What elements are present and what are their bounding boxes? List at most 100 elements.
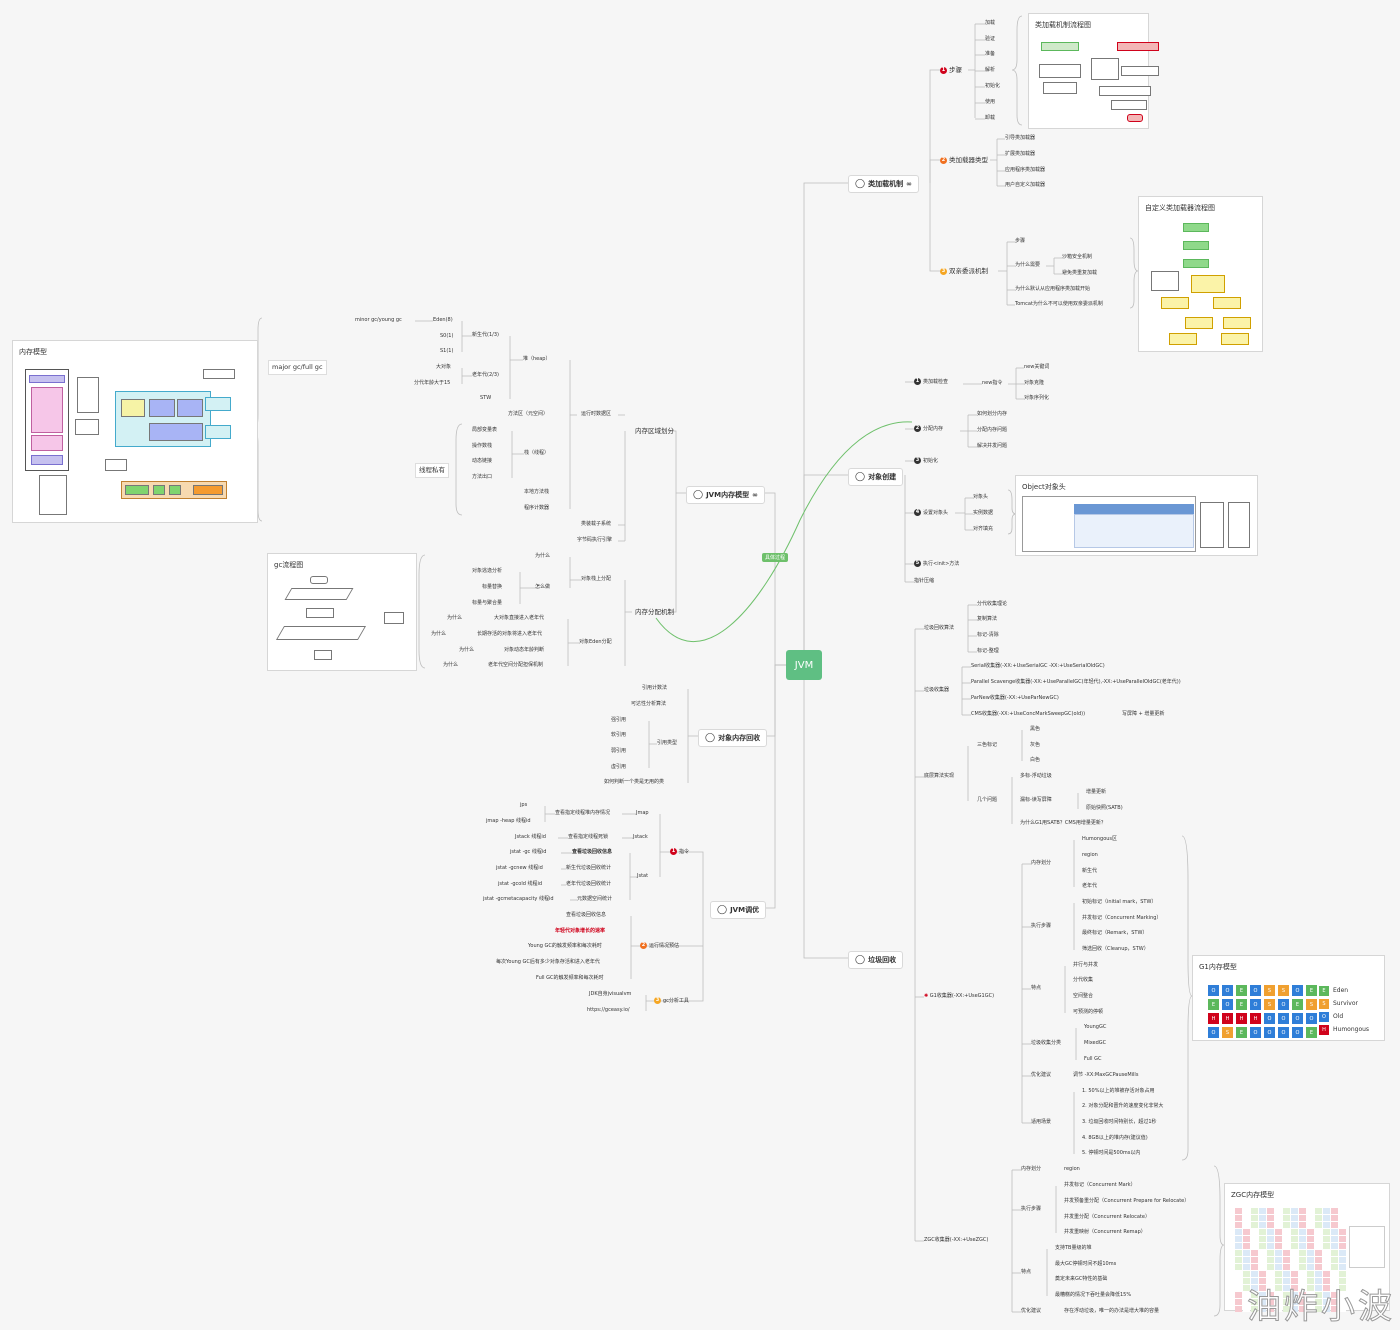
- node-loader[interactable]: 应用程序类加载器: [1005, 167, 1046, 173]
- node-zgc-opt[interactable]: 优化建议: [1021, 1308, 1042, 1314]
- node-ref-item[interactable]: 强引用: [611, 717, 627, 723]
- node-zgc-step-item[interactable]: 并发重映射（Concurrent Remap）: [1064, 1229, 1146, 1235]
- hub-memory-model[interactable]: ◯JVM内存模型∞: [686, 486, 765, 504]
- node-alloc-item[interactable]: 如何划分内存: [977, 411, 1008, 417]
- node-collector-item[interactable]: Serial收集器(-XX:+UseSerialGC -XX:+UseSeria…: [971, 663, 1105, 669]
- node-jstack-desc[interactable]: 查看指定线程死锁: [568, 834, 609, 840]
- node-g1-mem-item[interactable]: region: [1082, 852, 1098, 858]
- node-new-instr[interactable]: new指令: [982, 380, 1003, 386]
- node-tri-item[interactable]: 灰色: [1030, 742, 1041, 748]
- node-why[interactable]: 为什么: [443, 662, 459, 668]
- node-class-loader-sub[interactable]: 类装载子系统: [581, 521, 612, 527]
- node-young[interactable]: 新生代(1/3): [472, 332, 499, 338]
- node-jstat-item[interactable]: jstat -gcmetacapacity 线程id: [483, 896, 554, 902]
- node-stack-alloc[interactable]: 对象栈上分配: [581, 576, 612, 582]
- node-stack-item[interactable]: 方法出口: [472, 474, 493, 480]
- node-gc-algo[interactable]: 垃圾回收算法: [924, 625, 955, 631]
- node-stack-alloc-how[interactable]: 怎么做: [535, 584, 551, 590]
- node-eden-item[interactable]: 大对象直接进入老年代: [494, 615, 545, 621]
- node-new-item[interactable]: 对象克隆: [1024, 380, 1045, 386]
- hub-class-loading[interactable]: ◯类加载机制∞: [848, 175, 919, 193]
- node-young-item[interactable]: S1(1): [440, 348, 454, 354]
- hub-object-recycle[interactable]: ◯对象内存回收: [698, 729, 768, 747]
- node-heap[interactable]: 堆（heap）: [523, 356, 551, 362]
- node-problem-item[interactable]: 为什么G1用SATB？CMS用增量更新？: [1020, 820, 1106, 826]
- hub-jvm-tuning[interactable]: ◯JVM调优: [710, 901, 767, 919]
- panel-class-loading-flow[interactable]: 类加载机制流程图: [1028, 13, 1159, 129]
- node-step[interactable]: 加载: [985, 20, 996, 26]
- node-jmap-item[interactable]: jps: [520, 802, 528, 808]
- node-problem-item[interactable]: 多标-浮动垃圾: [1020, 773, 1052, 779]
- node-g1-opt[interactable]: 优化建议: [1031, 1072, 1052, 1078]
- node-why-item[interactable]: 避免类重复加载: [1062, 270, 1098, 276]
- panel-custom-loader-flow[interactable]: 自定义类加载器流程图: [1138, 196, 1263, 352]
- node-young-item[interactable]: Eden(8): [433, 317, 453, 323]
- node-g1-feat[interactable]: 特点: [1031, 985, 1042, 991]
- node-collector-item[interactable]: ParNew收集器(-XX:+UseParNewGC): [971, 695, 1059, 701]
- node-eden-item[interactable]: 长期存活的对象将进入老年代: [477, 631, 543, 637]
- node-zgc-feat-item[interactable]: 最糟糕的情况下吞吐量会降低15%: [1055, 1292, 1132, 1298]
- node-stack-item[interactable]: 动态链接: [472, 458, 493, 464]
- node-new-item[interactable]: 对象序列化: [1024, 395, 1050, 401]
- node-predict-item[interactable]: 每次Young GC后有多少对象存活和进入老年代: [496, 959, 600, 965]
- node-mem-alloc[interactable]: 内存分配机制: [635, 608, 674, 616]
- node-jstat-item[interactable]: jstat -gc 线程id: [510, 849, 547, 855]
- node-ref-item[interactable]: 软引用: [611, 732, 627, 738]
- node-jmap-item[interactable]: jmap -heap 线程id: [486, 818, 531, 824]
- node-old[interactable]: 老年代(2/3): [472, 372, 499, 378]
- node-method-area[interactable]: 方法区（元空间）: [508, 411, 549, 417]
- node-g1-feat-item[interactable]: 分代收集: [1073, 977, 1094, 983]
- node-stack-alloc-why[interactable]: 为什么: [535, 553, 551, 559]
- node-exec-engine[interactable]: 字节码执行引擎: [577, 537, 613, 543]
- node-algo-item[interactable]: 标记-清除: [977, 632, 999, 638]
- node-impl[interactable]: 底层算法实现: [924, 773, 955, 779]
- node-eden-item[interactable]: 对象动态年龄判断: [504, 647, 545, 653]
- node-step[interactable]: 验证: [985, 36, 996, 42]
- node-loader[interactable]: 引导类加载器: [1005, 135, 1036, 141]
- node-header-item[interactable]: 对象头: [973, 494, 989, 500]
- node-escape[interactable]: 对象逃逸分析: [472, 568, 503, 574]
- node-major-gc[interactable]: major gc/full gc: [268, 360, 327, 375]
- node-ref-item[interactable]: 弱引用: [611, 748, 627, 754]
- node-escape[interactable]: 标量替换: [482, 584, 503, 590]
- node-predict-item[interactable]: Full GC的触发频率和每次耗时: [536, 975, 604, 981]
- node-g1-steps[interactable]: 执行步骤: [1031, 923, 1052, 929]
- node-g1-feat-item[interactable]: 并行与并发: [1073, 962, 1099, 968]
- node-tool-item[interactable]: https://gceasy.io/: [587, 1007, 630, 1013]
- panel-zgc-model[interactable]: ZGC内存模型: [1224, 1183, 1390, 1312]
- node-zgc-step-item[interactable]: 并发重分配（Concurrent Relocate）: [1064, 1214, 1150, 1220]
- node-parent-item[interactable]: 为什么需要: [1015, 262, 1041, 268]
- node-jmap-desc[interactable]: 查看指定线程堆内存情况: [555, 810, 611, 816]
- node-predict-item[interactable]: Young GC的触发频率和每次耗时: [528, 943, 602, 949]
- node-predict-item-highlight[interactable]: 年轻代对象增长的速率: [555, 928, 606, 934]
- node-collector-item[interactable]: Parallel Scavenge收集器(-XX:+UseParallelGC(…: [971, 679, 1181, 685]
- node-zgc[interactable]: ZGC收集器(-XX:+UseZGC): [924, 1237, 989, 1243]
- node-jmap[interactable]: Jmap: [636, 810, 649, 816]
- root-node[interactable]: JVM: [786, 650, 822, 680]
- node-algo-item[interactable]: 标记-整理: [977, 648, 999, 654]
- node-collectors[interactable]: 垃圾收集器: [924, 687, 950, 693]
- node-why-item[interactable]: 沙箱安全机制: [1062, 254, 1093, 260]
- node-zgc-mem[interactable]: 内存划分: [1021, 1166, 1042, 1172]
- node-zgc-steps[interactable]: 执行步骤: [1021, 1206, 1042, 1212]
- node-runtime[interactable]: 运行时数据区: [581, 411, 612, 417]
- node-parent-item[interactable]: Tomcat为什么不可以使用双亲委派机制: [1015, 301, 1103, 307]
- node-jstat-desc[interactable]: 查看垃圾回收信息: [572, 849, 613, 855]
- node-old-item[interactable]: 分代年龄大于15: [414, 380, 451, 386]
- node-jstat[interactable]: Jstat: [637, 873, 649, 879]
- node-tri-item[interactable]: 白色: [1030, 757, 1041, 763]
- node-jstat-desc[interactable]: 老年代垃圾回收统计: [566, 881, 612, 887]
- node-header-item[interactable]: 对齐填充: [973, 526, 994, 532]
- node-missed-item[interactable]: 原始快照(SATB): [1086, 805, 1123, 811]
- node-g1-mem-item[interactable]: 新生代: [1082, 868, 1098, 874]
- node-parent-item[interactable]: 步骤: [1015, 238, 1026, 244]
- node-zgc-feat-item[interactable]: 奠定未来GC特性的基础: [1055, 1276, 1108, 1282]
- node-problems[interactable]: 几个问题: [977, 797, 998, 803]
- node-jstat-desc[interactable]: 新生代垃圾回收统计: [566, 865, 612, 871]
- node-parent-item[interactable]: 为什么默认从应用程序类加载开始: [1015, 286, 1091, 292]
